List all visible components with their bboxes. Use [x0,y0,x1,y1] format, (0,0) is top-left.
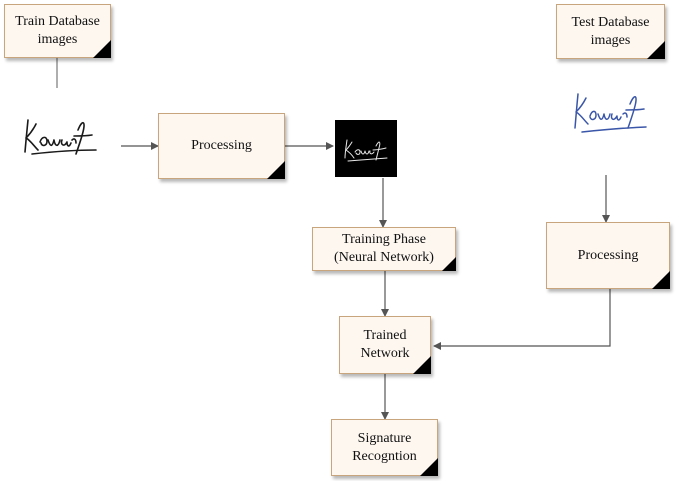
train-database-label: Train Database images [15,14,100,47]
box-corner-marker [652,271,670,289]
trained-network-box: Trained Network [339,316,431,374]
test-signature-image [574,93,647,133]
processing-left-label: Processing [191,138,252,153]
box-corner-marker [420,458,438,476]
processing-left-box: Processing [158,113,285,179]
arrow-processing-right-to-trained-network [433,289,611,350]
processing-right-box: Processing [546,222,670,289]
processed-signature-strokes [344,139,388,162]
test-database-label: Test Database images [571,14,650,48]
signature-recognition-box: Signature Recogntion [331,419,438,476]
box-corner-marker [267,161,285,179]
box-corner-marker [647,41,665,59]
processing-right-label: Processing [577,247,639,263]
train-signature-image [24,119,97,155]
box-corner-marker [93,40,111,58]
trained-network-label: Trained Network [360,328,410,361]
training-phase-label: Training Phase (Neural Network) [334,232,434,265]
box-corner-marker [442,257,456,271]
test-database-box: Test Database images [556,4,665,59]
signature-recognition-label: Signature Recogntion [352,430,417,464]
training-phase-box: Training Phase (Neural Network) [312,227,456,271]
train-database-box: Train Database images [4,4,111,58]
box-corner-marker [413,356,431,374]
processed-signature-image [335,120,397,177]
